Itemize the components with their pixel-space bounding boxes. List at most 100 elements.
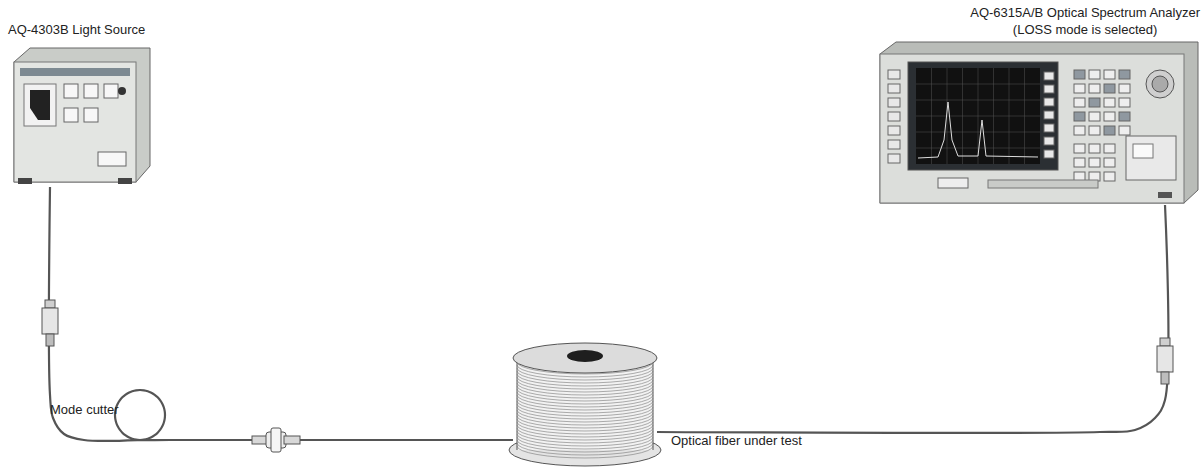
panel-key <box>1074 70 1085 79</box>
fiber-turn <box>517 443 653 455</box>
side-key <box>888 140 900 149</box>
panel-key <box>1089 70 1100 79</box>
fiber-turn <box>517 428 653 440</box>
panel-key <box>1104 98 1115 107</box>
indicator-lamp <box>118 87 126 95</box>
fiber-turn <box>517 389 653 401</box>
fiber-turn <box>517 392 653 404</box>
fiber-turn <box>517 413 653 425</box>
panel-key <box>64 108 78 122</box>
output-port <box>30 90 50 120</box>
plug-body <box>1157 346 1173 372</box>
power-switch <box>938 178 968 188</box>
panel-key <box>104 84 118 98</box>
screen-grid <box>916 84 1040 85</box>
plug-tip <box>45 300 55 308</box>
display-screen <box>916 68 1040 164</box>
soft-key <box>1044 124 1054 132</box>
fiber-plug <box>1157 338 1173 384</box>
fiber-turn <box>517 398 653 410</box>
panel-key <box>1104 70 1115 79</box>
input-port <box>1158 192 1172 198</box>
numeric-key <box>1104 158 1115 167</box>
node-label: Optical fiber under test <box>671 432 802 449</box>
numeric-key <box>1074 158 1085 167</box>
plug-tip <box>1160 338 1170 346</box>
panel-key <box>84 84 98 98</box>
spectrum-analyzer: AQ-6315A/B Optical Spectrum Analyzer(LOS… <box>878 40 1200 205</box>
fiber-turn <box>517 377 653 389</box>
floppy-drive <box>1126 136 1176 180</box>
fiber-turn <box>517 395 653 407</box>
device-foot <box>18 178 32 184</box>
panel-key <box>1119 112 1130 121</box>
node-heading: AQ-4303B Light Source <box>8 21 145 38</box>
fiber-turn <box>517 410 653 422</box>
soft-key <box>1044 85 1054 93</box>
adapter-flange <box>271 428 281 452</box>
side-key <box>888 126 900 135</box>
light-source: AQ-4303B Light Source <box>8 42 153 187</box>
soft-key <box>1044 98 1054 106</box>
drive-slot <box>1133 144 1153 158</box>
panel-key <box>84 108 98 122</box>
node-outline <box>505 340 665 468</box>
node-heading: Optical fiber under test <box>671 432 802 449</box>
fiber-turn <box>517 383 653 395</box>
fiber-turn <box>517 431 653 443</box>
plug-boot <box>46 334 54 346</box>
fiber-adapter <box>252 428 300 452</box>
fiber-turn <box>517 437 653 449</box>
spool-flange <box>513 343 657 373</box>
spool-hub <box>567 350 603 362</box>
optical-fiber <box>49 187 513 441</box>
adapter-plug <box>284 436 300 444</box>
fiber-turn <box>517 386 653 398</box>
soft-key <box>1044 150 1054 158</box>
node-label: (LOSS mode is selected) <box>970 21 1200 38</box>
fiber-turn <box>517 407 653 419</box>
display-bezel <box>908 62 1058 170</box>
panel-key <box>1119 98 1130 107</box>
panel-key <box>1089 84 1100 93</box>
soft-key <box>1044 72 1054 80</box>
panel-key <box>1089 126 1100 135</box>
panel-key <box>1074 112 1085 121</box>
optical-fiber <box>657 205 1168 433</box>
numeric-key <box>1089 144 1100 153</box>
connector-panel <box>988 180 1098 188</box>
screen-grid <box>916 132 1040 133</box>
plug-body <box>42 308 58 334</box>
panel-key <box>1104 112 1115 121</box>
side-key <box>888 98 900 107</box>
panel-key <box>1119 84 1130 93</box>
output-port-window <box>24 84 56 126</box>
device-foot <box>118 178 132 184</box>
numeric-key <box>1104 144 1115 153</box>
fiber-turn <box>517 404 653 416</box>
fiber-spool: Optical fiber under test <box>505 340 665 468</box>
panel-key <box>1089 112 1100 121</box>
node-label: AQ-4303B Light Source <box>8 21 145 38</box>
node-heading: AQ-6315A/B Optical Spectrum Analyzer(LOS… <box>970 4 1200 38</box>
front-panel <box>880 54 1184 203</box>
panel-key <box>1119 126 1130 135</box>
side-key <box>888 112 900 121</box>
side-key <box>888 154 900 163</box>
panel-key <box>1104 126 1115 135</box>
fiber-turn <box>517 434 653 446</box>
rotary-knob <box>1146 70 1174 98</box>
fiber-turn <box>517 425 653 437</box>
fiber-turn <box>517 374 653 386</box>
soft-key <box>1044 137 1054 145</box>
side-key <box>888 70 900 79</box>
fiber-turn <box>517 422 653 434</box>
panel-key <box>1104 84 1115 93</box>
power-switch <box>98 152 126 166</box>
node-label: AQ-6315A/B Optical Spectrum Analyzer <box>970 4 1200 21</box>
adapter-barrel <box>266 432 286 448</box>
fiber-plug <box>42 300 58 346</box>
fiber-turn <box>517 401 653 413</box>
screen-grid <box>916 116 1040 117</box>
numeric-key <box>1089 158 1100 167</box>
